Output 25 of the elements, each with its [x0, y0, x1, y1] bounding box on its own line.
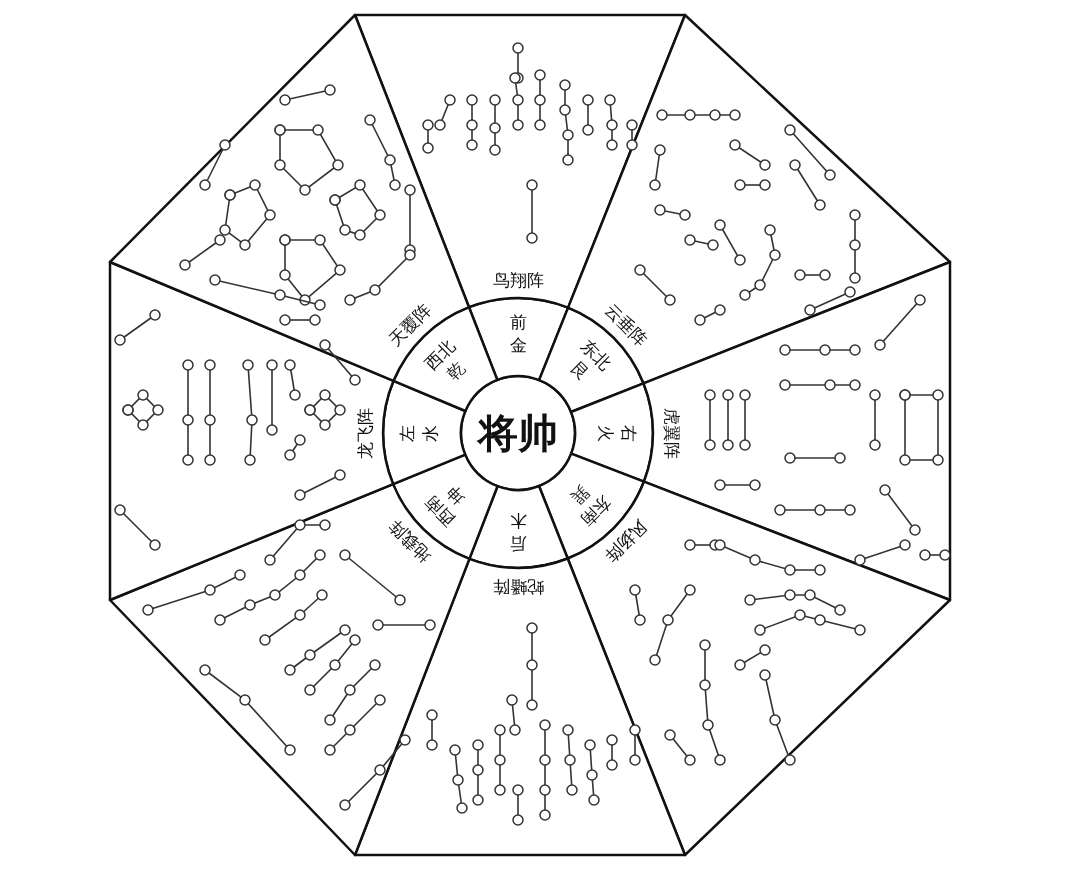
formation-sector	[108, 13, 471, 383]
direction-label: 水	[422, 424, 439, 442]
formation-label: 龙飞阵	[356, 407, 374, 459]
direction-label: 巽	[567, 482, 592, 507]
direction-label: 坤	[444, 482, 469, 507]
formation-label: 鸟翔阵	[492, 271, 544, 289]
direction-label: 金	[509, 337, 527, 354]
direction-label: 左	[399, 424, 416, 442]
formation-sector	[566, 480, 952, 857]
formation-label: 天覆阵	[385, 300, 434, 349]
direction-label: 乾	[444, 359, 469, 384]
formation-label: 虎翼阵	[662, 407, 680, 459]
formation-sector	[108, 482, 471, 857]
formation-sector	[566, 13, 952, 385]
direction-label: 木	[509, 512, 527, 529]
direction-label: 火	[597, 424, 614, 442]
direction-label: 艮	[567, 359, 592, 384]
formation-label: 云垂阵	[602, 300, 651, 349]
direction-label: 右	[620, 424, 637, 442]
direction-label: 前	[509, 314, 527, 331]
formation-label: 地载阵	[385, 517, 434, 566]
formation-label: 风扬阵	[602, 517, 651, 566]
formation-label: 蛇蟠阵	[492, 577, 544, 595]
direction-label: 后	[509, 535, 527, 552]
center-label: 将帅	[478, 413, 558, 453]
